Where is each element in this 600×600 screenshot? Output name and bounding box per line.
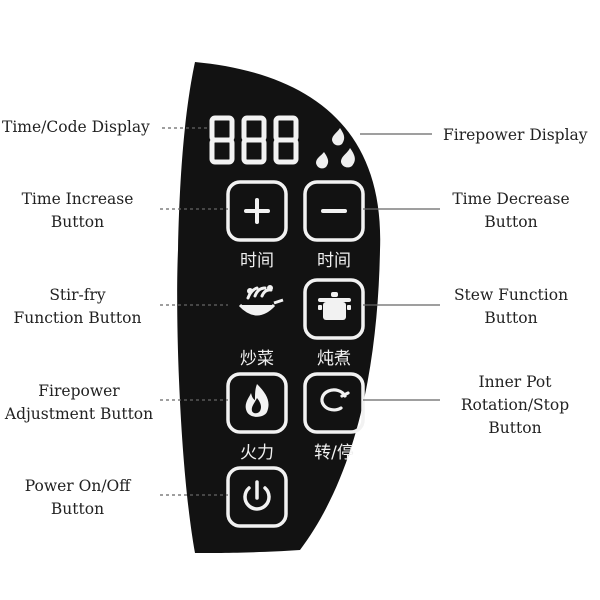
callout-stew: Stew Function Button — [453, 286, 569, 327]
rotation-button[interactable] — [303, 372, 365, 434]
stew-label: 炖煮 — [317, 349, 351, 369]
stir-fry-label: 炒菜 — [240, 349, 274, 369]
firepower-button[interactable] — [226, 372, 288, 434]
time-code-display — [209, 115, 299, 165]
rotation-label: 转/停 — [314, 443, 354, 463]
callout-firepower-adjust: Firepower Adjustment Button — [4, 382, 154, 423]
flame-icon — [245, 384, 269, 417]
time-decrease-label: 时间 — [317, 251, 351, 271]
flame-icon — [341, 148, 355, 168]
plus-icon — [244, 198, 270, 224]
stew-button[interactable] — [303, 278, 365, 340]
pot-icon — [318, 292, 351, 320]
callout-time-decrease: Time Decrease Button — [452, 190, 570, 231]
callout-firepower-display: Firepower Display — [443, 126, 588, 144]
wok-icon[interactable] — [238, 285, 284, 316]
flame-icon — [316, 152, 329, 169]
time-decrease-button[interactable] — [303, 180, 365, 242]
firepower-label: 火力 — [240, 443, 274, 463]
time-increase-button[interactable] — [226, 180, 288, 242]
power-button[interactable] — [226, 466, 288, 528]
callout-time-increase: Time Increase Button — [21, 190, 134, 231]
rotation-icon — [320, 388, 350, 412]
callout-stir-fry: Stir-fry Function Button — [13, 286, 142, 327]
flame-icon — [332, 128, 345, 146]
time-increase-label: 时间 — [240, 251, 274, 271]
callout-rotation: Inner Pot Rotation/Stop Button — [460, 373, 570, 437]
callout-power: Power On/Off Button — [24, 477, 131, 518]
firepower-display — [316, 128, 355, 169]
power-icon — [243, 480, 271, 511]
callout-time-code-display: Time/Code Display — [2, 118, 150, 136]
